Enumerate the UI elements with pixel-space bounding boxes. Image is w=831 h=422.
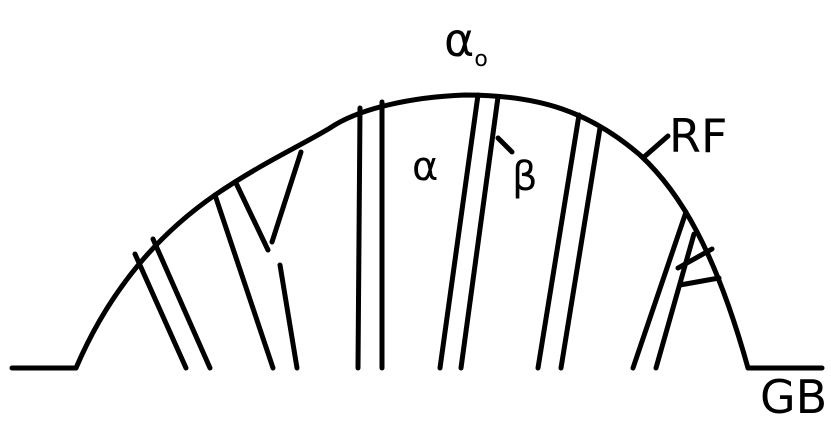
alpha-zero-label: αo [444, 13, 488, 72]
rf-leader-line [644, 136, 668, 157]
beta-label: β [512, 154, 538, 200]
reaction-front-label: RF [669, 109, 727, 163]
alpha-zero-main: α [444, 13, 474, 67]
beta-lamella-5 [538, 115, 600, 368]
alpha-zero-subscript: o [474, 47, 487, 72]
beta-lamella-4 [440, 95, 498, 368]
beta-lamella-3 [358, 102, 382, 368]
alpha-label: α [412, 144, 438, 190]
beta-lamella-6 [633, 212, 719, 368]
beta-leader-line [498, 138, 512, 152]
grain-boundary-label: GB [760, 370, 827, 422]
